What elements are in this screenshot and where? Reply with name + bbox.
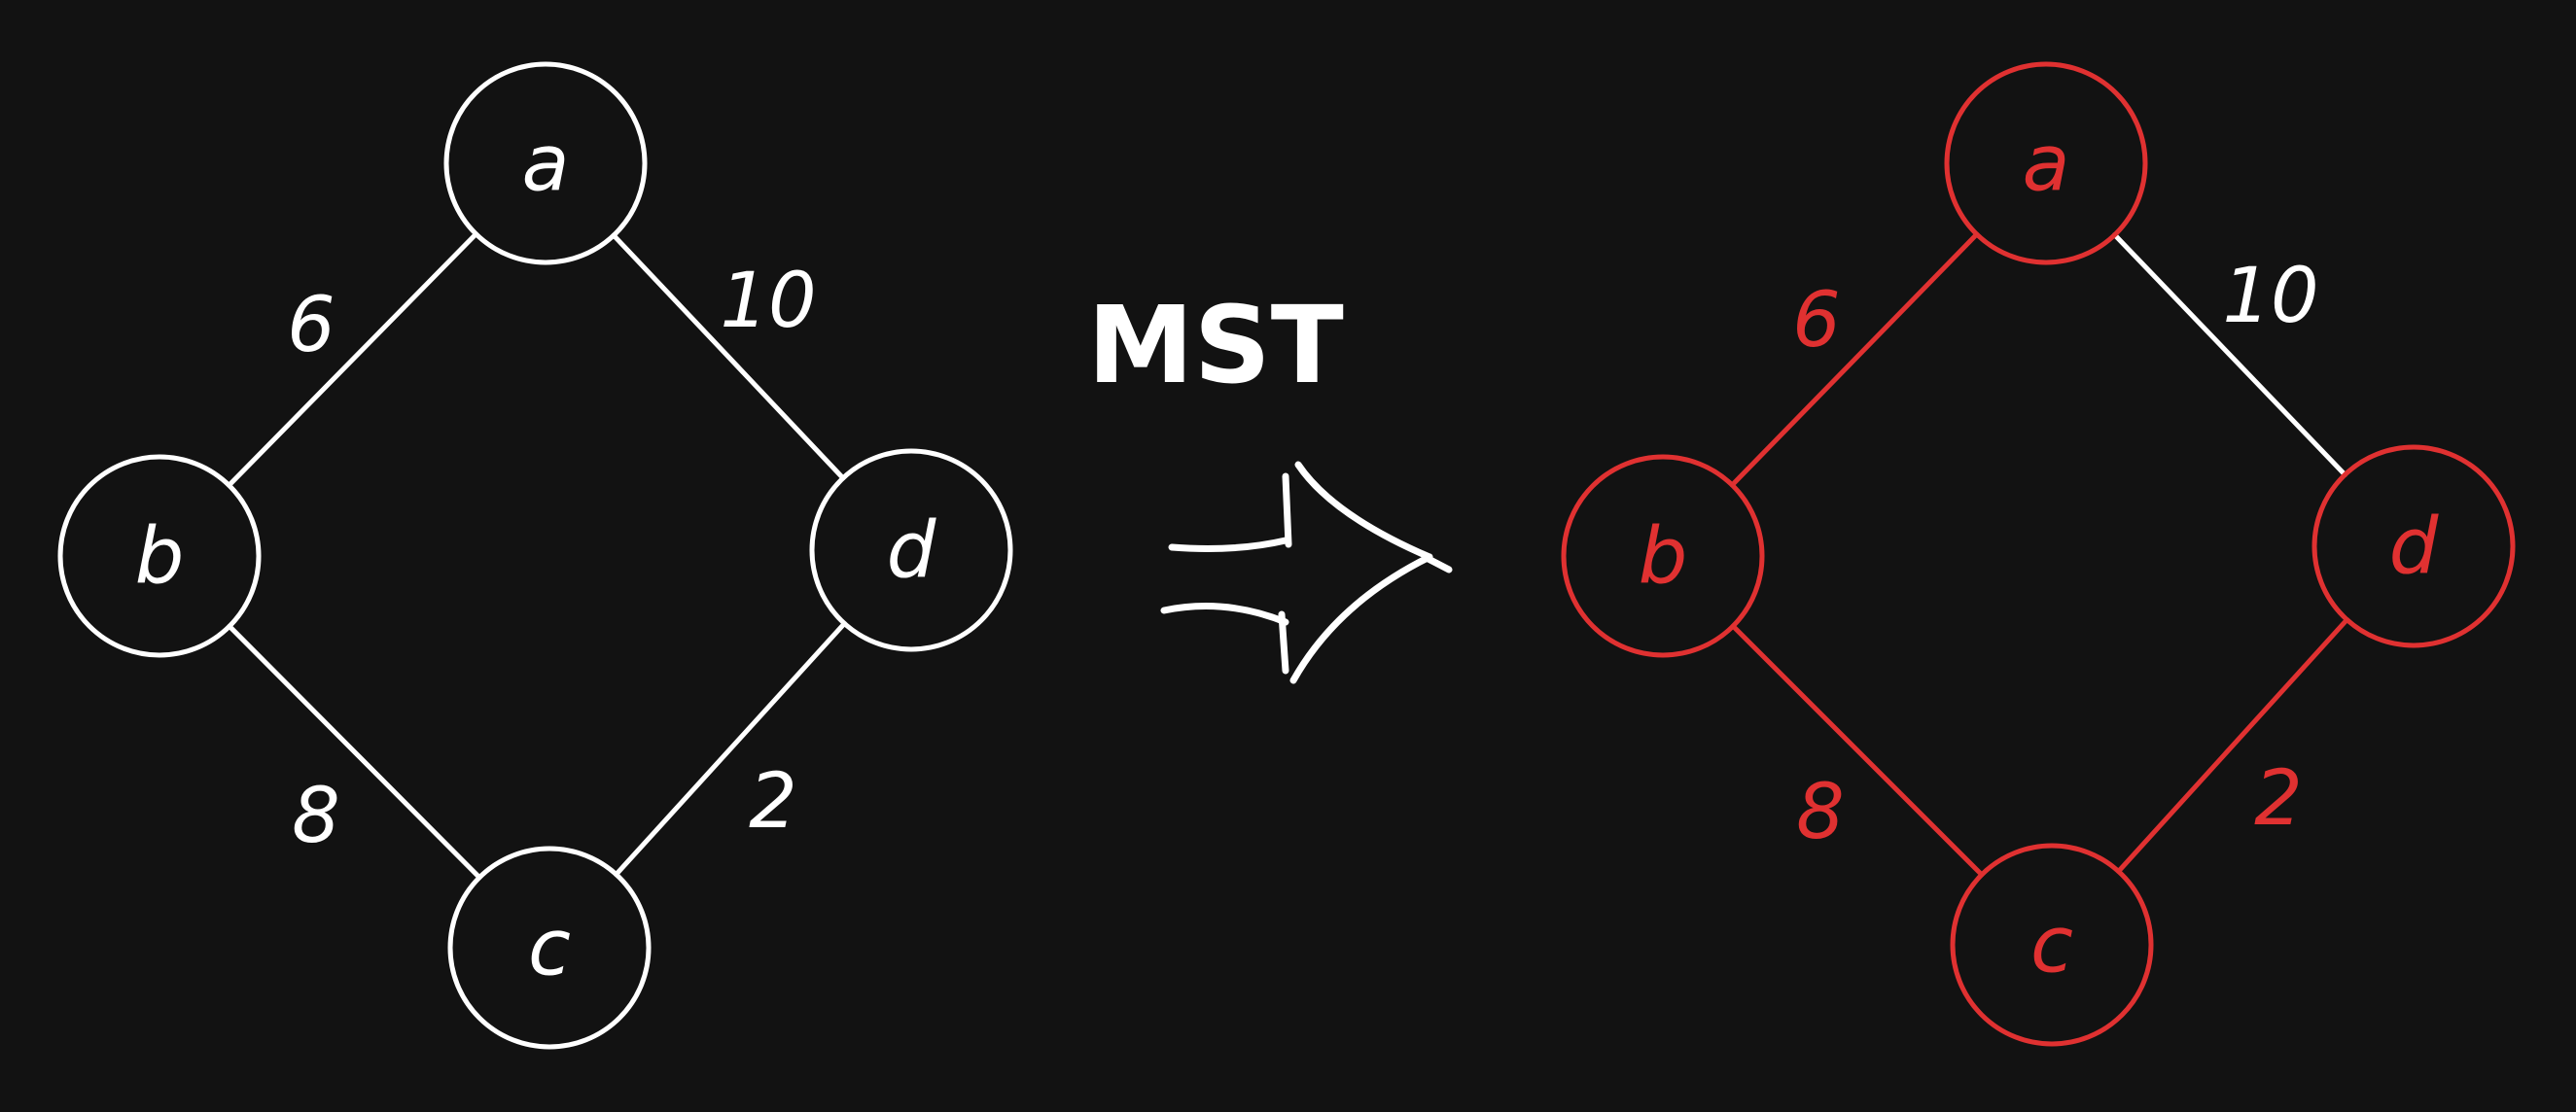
edge-weight-b-c: 8 — [1796, 769, 1845, 856]
node-a: a — [1944, 61, 2148, 265]
node-c: c — [447, 846, 652, 1050]
edge-b-c — [227, 623, 482, 881]
node-label-b: b — [135, 511, 185, 602]
edge-a-d — [611, 232, 846, 481]
node-circle-c — [1950, 843, 2154, 1047]
edge-weight-c-d: 2 — [2254, 755, 2303, 843]
edge-c-d — [614, 620, 847, 878]
node-circle-b — [57, 454, 262, 658]
node-b: b — [57, 454, 262, 658]
input-graph: 6 10 8 2 a b c d — [57, 61, 1013, 1050]
node-label-d: d — [2389, 502, 2440, 592]
edge-weight-c-d: 2 — [749, 758, 797, 846]
node-c: c — [1950, 843, 2154, 1047]
edge-a-d — [2112, 232, 2347, 477]
node-circle-b — [1561, 454, 1765, 658]
edge-weight-b-c: 8 — [292, 773, 340, 860]
edge-weight-a-d: 10 — [2222, 253, 2318, 340]
node-label-a: a — [521, 119, 569, 209]
edge-a-b — [226, 231, 479, 488]
edge-weight-a-b: 6 — [1792, 277, 1841, 365]
edge-b-c — [1730, 623, 1985, 878]
node-circle-c — [447, 846, 652, 1050]
node-b: b — [1561, 454, 1765, 658]
node-circle-d — [2311, 444, 2516, 648]
node-circle-d — [809, 448, 1013, 652]
edge-weight-a-d: 10 — [720, 258, 816, 345]
node-label-c: c — [2030, 900, 2073, 990]
edge-c-d — [2116, 617, 2349, 874]
node-label-a: a — [2022, 119, 2069, 209]
node-circle-a — [1944, 61, 2148, 265]
node-a: a — [443, 61, 648, 265]
node-label-d: d — [887, 505, 937, 596]
mst-graph: 6 10 8 2 a b c d — [1561, 61, 2516, 1047]
node-label-b: b — [1639, 511, 1688, 602]
transform-group: MST — [1087, 283, 1453, 684]
edge-a-b — [1729, 231, 1980, 488]
node-label-c: c — [528, 903, 571, 993]
node-d: d — [2311, 444, 2516, 648]
arrow-right-icon — [1160, 461, 1453, 684]
edge-weight-a-b: 6 — [287, 282, 335, 369]
node-circle-a — [443, 61, 648, 265]
node-d: d — [809, 448, 1013, 652]
mst-label: MST — [1087, 283, 1344, 407]
